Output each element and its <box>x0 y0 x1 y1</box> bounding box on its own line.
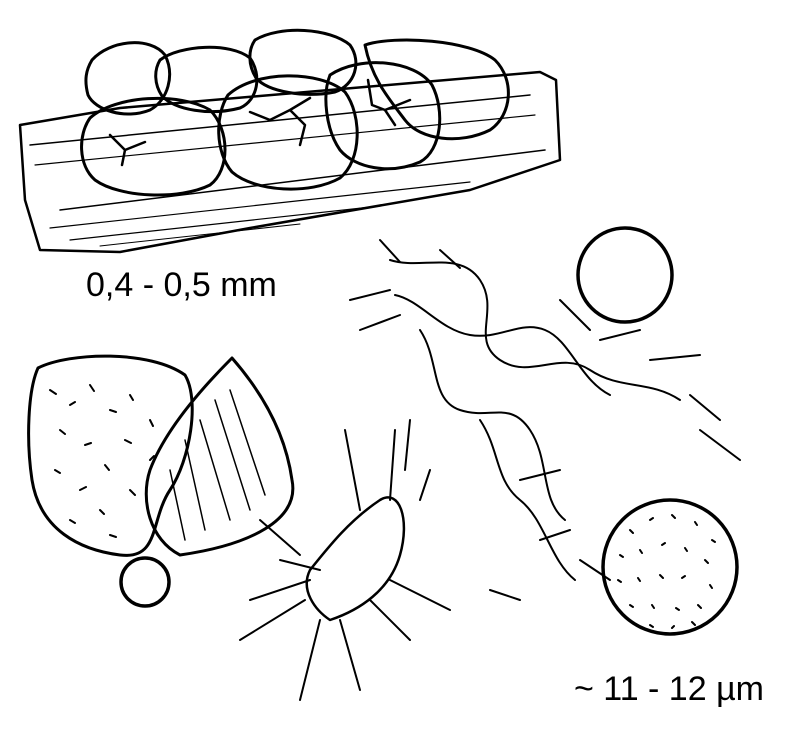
sporangium <box>363 38 510 141</box>
capillitium-network <box>349 239 741 601</box>
sporangium <box>324 61 442 171</box>
fruiting-body-size-label: 0,4 - 0,5 mm <box>86 266 277 304</box>
spore-ornamented <box>601 498 739 636</box>
spore-wall-fragment <box>27 354 194 557</box>
capillitium-strand <box>239 419 451 701</box>
sporangium <box>80 96 227 197</box>
sporangium <box>217 74 359 191</box>
spore-size-label: ~ 11 - 12 µm <box>574 670 764 708</box>
sporangium <box>248 28 358 96</box>
spore-smooth-large <box>576 226 674 324</box>
spore-smooth-small <box>119 556 171 608</box>
peridium-fragment <box>144 356 295 557</box>
wood-substrate <box>18 70 562 254</box>
sporangia-cluster <box>80 28 510 197</box>
sporangium <box>84 41 172 116</box>
sporangium <box>154 45 259 114</box>
